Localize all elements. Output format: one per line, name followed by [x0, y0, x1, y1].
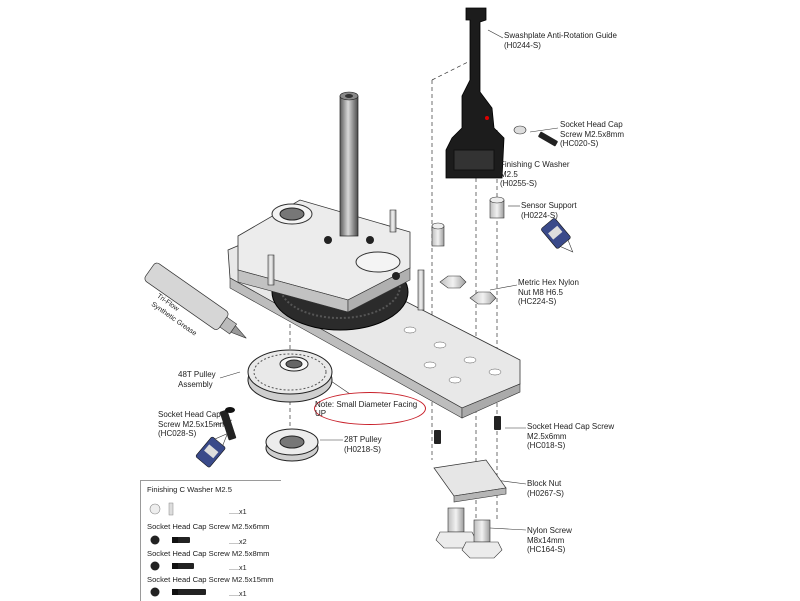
legend-icons	[149, 502, 206, 597]
bearing-block-part	[237, 199, 411, 313]
legend-item-qty: .....x2	[229, 537, 247, 546]
hex-nut-part	[439, 275, 497, 305]
hardware-legend: Finishing C Washer M2.5 .....x1 Socket H…	[140, 480, 281, 601]
label-finishing-washer: Finishing C Washer M2.5 (H0255-S)	[500, 160, 570, 188]
sensor-support-part	[431, 196, 505, 247]
label-pulley-48t: 48T Pulley Assembly	[178, 370, 216, 389]
legend-item-label: Socket Head Cap Screw M2.5x6mm	[147, 522, 270, 531]
legend-item-qty: .....x1	[229, 563, 247, 572]
label-socket-cap-8mm: Socket Head Cap Screw M2.5x8mm (HC020-S)	[560, 120, 625, 148]
socket-screw-8mm-part	[513, 125, 558, 147]
grease-tube-icon	[144, 262, 247, 339]
label-anti-rotation-guide: Swashplate Anti-Rotation Guide (H0244-S)	[504, 31, 617, 50]
label-socket-cap-6mm: Socket Head Cap Screw M2.5x6mm (HC018-S)	[527, 422, 615, 450]
legend-item-qty: .....x1	[229, 507, 247, 516]
assembly-note: Note: Small Diameter Facing UP	[314, 392, 426, 425]
label-nylon-screw: Nylon Screw M8x14mm (HC164-S)	[527, 526, 572, 554]
pulley-48t-part	[247, 349, 333, 403]
label-socket-cap-15mm: Socket Head Cap Screw M2.5x15mm (HC028-S…	[158, 410, 227, 438]
assembly-note-text: Note: Small Diameter Facing UP	[315, 399, 418, 418]
label-hex-nut: Metric Hex Nylon Nut M8 H6.5 (HC224-S)	[518, 278, 579, 306]
block-nut-part	[433, 459, 507, 503]
frame-standoffs	[267, 209, 425, 311]
nylon-screw-part	[435, 507, 503, 559]
legend-item-qty: .....x1	[229, 589, 247, 598]
label-pulley-28t: 28T Pulley (H0218-S)	[344, 435, 382, 454]
legend-item-label: Socket Head Cap Screw M2.5x15mm	[147, 575, 274, 584]
legend-item-label: Socket Head Cap Screw M2.5x8mm	[147, 549, 270, 558]
pulley-28t-part	[265, 428, 319, 462]
label-block-nut: Block Nut (H0267-S)	[527, 479, 564, 498]
threadlock-bottle-left-icon	[195, 433, 228, 468]
socket-screw-6mm-part	[434, 416, 501, 444]
label-sensor-support: Sensor Support (H0224-S)	[521, 201, 577, 220]
anti-rotation-guide-part	[445, 7, 505, 179]
threadlock-bottle-icon	[541, 218, 574, 253]
main-shaft-part	[339, 91, 359, 237]
legend-item-label: Finishing C Washer M2.5	[147, 485, 232, 494]
socket-screw-15mm-part	[219, 407, 237, 441]
